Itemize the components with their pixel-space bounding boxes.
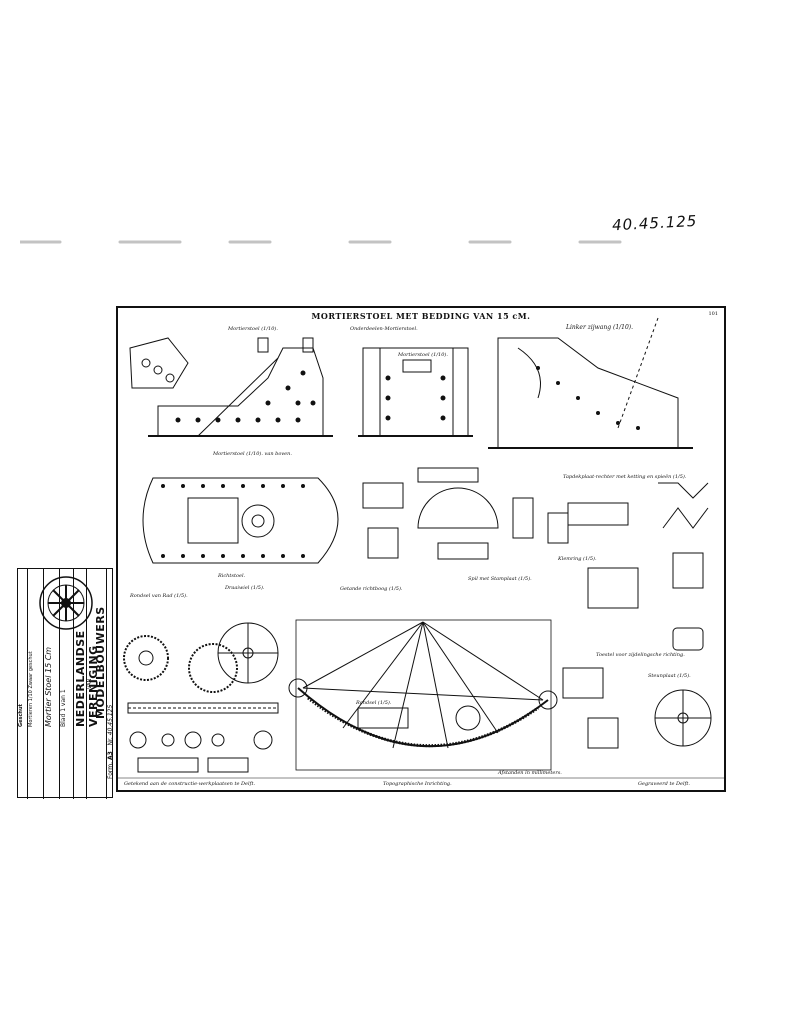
label-mortierstoel: Mortierstoel (1/10). (228, 326, 278, 332)
stamp-size-label: Form. (107, 761, 114, 779)
corner-bracket-detail (129, 337, 189, 389)
label-getande: Getande richtboog (1/5). (340, 586, 403, 592)
sheet-title: MORTIERSTOEL MET BEDDING VAN 15 cM. (311, 311, 531, 321)
title-block-stamp: Geschut Mortieren 1/10 Zwaar geschut Mor… (17, 568, 114, 799)
label-draaiwiel: Draaiwiel (1/5). (225, 585, 265, 591)
stamp-number-row: Form. A3 Nr. 40.45.125 (107, 569, 114, 799)
drawing-sheet: MORTIERSTOEL MET BEDDING VAN 15 cM. 101 (116, 306, 726, 792)
parts-cluster-right (562, 482, 712, 749)
stamp-format-label: Blad (60, 713, 67, 727)
label-spil: Spil met Stamplaat (1/5). (468, 576, 532, 582)
stamp-size-value: A3 (107, 751, 114, 761)
scan-dash-marks (20, 240, 622, 244)
label-onderdeelen: Onderdeelen-Mortierstoel. (350, 326, 418, 332)
carriage-plan-view (142, 477, 339, 564)
footer-left: Getekend aan de constructie-werkplaatsen… (124, 781, 256, 787)
stamp-drawing-line-1: Mortieren (28, 702, 34, 727)
page-number: 101 (708, 311, 718, 317)
stamp-section: Geschut (18, 569, 28, 799)
left-cheek-view (488, 317, 693, 449)
label-tapdekplaat: Tapdekplaat-rechter met ketting en spieë… (563, 474, 687, 480)
label-rondsel: Rondsel van Rad (1/5). (130, 593, 188, 599)
label-afstanden: Afstanden in millimeters. (498, 770, 562, 776)
footer-right: Gegraveerd te Delft. (638, 781, 691, 787)
stamp-drawing-line-2: 1/10 (28, 690, 34, 702)
footer-mid: Topographische Inrichting. (383, 781, 452, 787)
stamp-number-label: Nr. (107, 737, 114, 746)
label-klemring: Klemring (1/5). (558, 556, 597, 562)
gear-assembly (123, 622, 279, 773)
label-mortierstoel-boven: Mortierstoel (1/10). van boven. (213, 451, 292, 457)
label-rondsel-2: Rondsel (1/5). (356, 700, 392, 706)
mortar-carriage-front-view (358, 347, 473, 437)
label-steunplaat: Steunplaat (1/5). (648, 673, 691, 679)
label-toestel: Toestel voor zijdelingsche richting. (596, 652, 685, 658)
label-mortierstoel-2: Mortierstoel (1/10). (398, 352, 448, 358)
parts-cluster-middle (362, 467, 629, 560)
stamp-format-value: 1 van 1 (60, 689, 67, 712)
association-logo (39, 576, 93, 630)
technical-drawing (118, 317, 724, 779)
stamp-number-value: 40.45.125 (107, 704, 114, 736)
mortar-carriage-side-view (148, 337, 333, 437)
label-richtstoel: Richtstoel. (218, 573, 246, 579)
stamp-drawing-line-3: Zwaar geschut (28, 651, 34, 689)
label-linker-zijwang: Linker zijwang (1/10). (566, 324, 634, 331)
traversing-arc (288, 619, 558, 771)
